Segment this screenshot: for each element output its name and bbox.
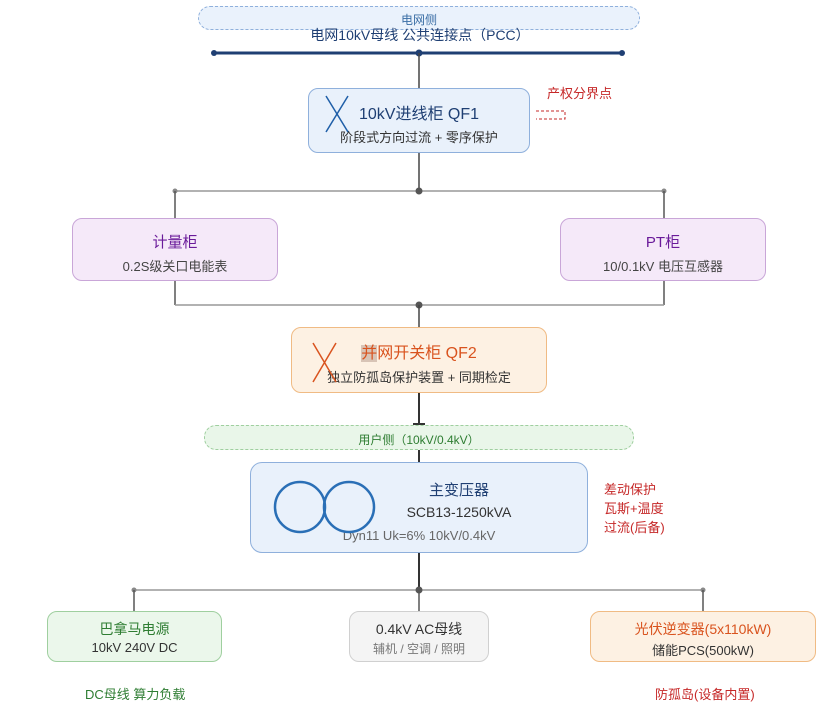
ownership-boundary-label: 产权分界点 (547, 86, 613, 101)
pt-cabinet-desc: 10/0.1kV 电压互感器 (603, 259, 723, 274)
grid-side-zone: 电网侧 (198, 6, 640, 30)
transformer-desc: Dyn11 Uk=6% 10kV/0.4kV (342, 528, 496, 543)
grid-switch-title-highlight: 并 (361, 345, 378, 362)
incoming-cabinet-qf1[interactable]: 10kV进线柜 QF1 阶段式方向过流 + 零序保护 (308, 88, 530, 153)
user-side-label: 用户侧（10kV/0.4kV） (358, 433, 480, 447)
grid-switch-title: 并网开关柜 QF2 (292, 339, 546, 363)
pv-inverter-title: 光伏逆变器(5x110kW) (634, 621, 772, 637)
grid-switch-desc: 独立防孤岛保护装置 + 同期检定 (327, 370, 511, 385)
pv-inverter-note: 防孤岛(设备内置) (655, 687, 755, 702)
ac-bus-0-4kv[interactable]: 0.4kV AC母线 辅机 / 空调 / 照明 (349, 611, 489, 662)
bitcoin-supply-note: DC母线 算力负载 (85, 687, 186, 702)
metering-cabinet[interactable]: 计量柜 0.2S级关口电能表 (72, 218, 278, 281)
ac-bus-title: 0.4kV AC母线 (375, 621, 463, 637)
metering-cabinet-title: 计量柜 (152, 234, 198, 251)
incoming-cabinet-title: 10kV进线柜 QF1 (358, 106, 480, 123)
main-transformer[interactable]: 主变压器 SCB13-1250kVA Dyn11 Uk=6% 10kV/0.4k… (250, 462, 588, 553)
grid-switch-cabinet-qf2[interactable]: 并网开关柜 QF2 独立防孤岛保护装置 + 同期检定 (291, 327, 547, 393)
incoming-cabinet-desc: 阶段式方向过流 + 零序保护 (340, 130, 498, 145)
metering-cabinet-desc: 0.2S级关口电能表 (122, 259, 228, 274)
pcc-bus-label: 电网10kV母线 公共连接点（PCC） (310, 27, 530, 43)
grid-side-label: 电网侧 (400, 13, 437, 27)
grid-switch-title-rest: 网开关柜 QF2 (377, 345, 477, 362)
breaker-x-icon-qf2 (312, 342, 337, 383)
pt-cabinet[interactable]: PT柜 10/0.1kV 电压互感器 (560, 218, 766, 281)
transformer-title: 主变压器 (428, 482, 489, 499)
pv-inverter-desc: 储能PCS(500kW) (652, 643, 754, 658)
pt-cabinet-title: PT柜 (645, 234, 681, 251)
user-side-zone: 用户侧（10kV/0.4kV） (204, 425, 634, 450)
breaker-x-icon (325, 95, 349, 133)
ac-bus-desc: 辅机 / 空调 / 照明 (372, 642, 465, 656)
ownership-boundary-marker (536, 110, 566, 120)
bitcoin-supply-desc: 10kV 240V DC (91, 640, 178, 655)
bitcoin-supply[interactable]: 巴拿马电源 10kV 240V DC (47, 611, 222, 662)
pcc-bus-right-end (619, 50, 625, 56)
transformer-protection-line1: 差动保护 (604, 482, 657, 497)
transformer-protection-line2: 瓦斯+温度 (604, 501, 664, 516)
branch-node-top (415, 187, 423, 195)
transformer-winding-icon (273, 480, 376, 534)
pv-inverter[interactable]: 光伏逆变器(5x110kW) 储能PCS(500kW) (590, 611, 816, 662)
pcc-bus-left-end (211, 50, 217, 56)
transformer-model: SCB13-1250kVA (406, 504, 512, 520)
transformer-protection-line3: 过流(后备) (604, 520, 665, 535)
bitcoin-supply-title: 巴拿马电源 (99, 621, 170, 637)
